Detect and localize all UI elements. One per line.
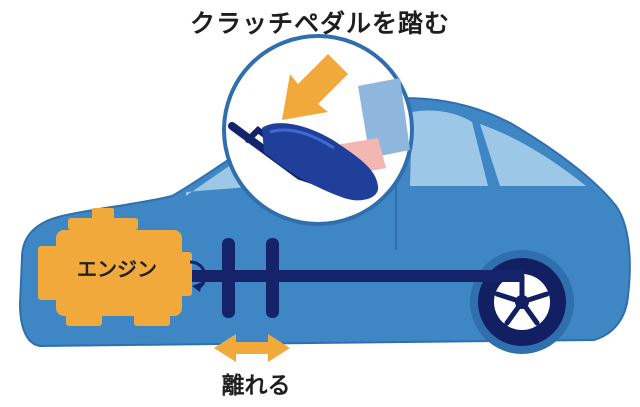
clutch-plate-transmission-side (266, 238, 279, 318)
wheel-icon (470, 250, 574, 354)
engine-icon (38, 208, 207, 326)
engine-label: エンジン (77, 257, 157, 281)
clutch-plates (222, 238, 279, 318)
drive-shaft (180, 270, 522, 282)
release-label: 離れる (221, 373, 291, 399)
front-window (480, 124, 586, 186)
pedal-zoom-circle (222, 34, 414, 226)
clutch-plate-engine-side (222, 238, 235, 318)
rear-window (410, 110, 488, 186)
shoe (262, 123, 379, 201)
press-arrow-icon (282, 54, 348, 120)
page-title: クラッチペダルを踏む (189, 9, 450, 38)
double-arrow-icon (214, 334, 290, 362)
leg (358, 78, 410, 158)
